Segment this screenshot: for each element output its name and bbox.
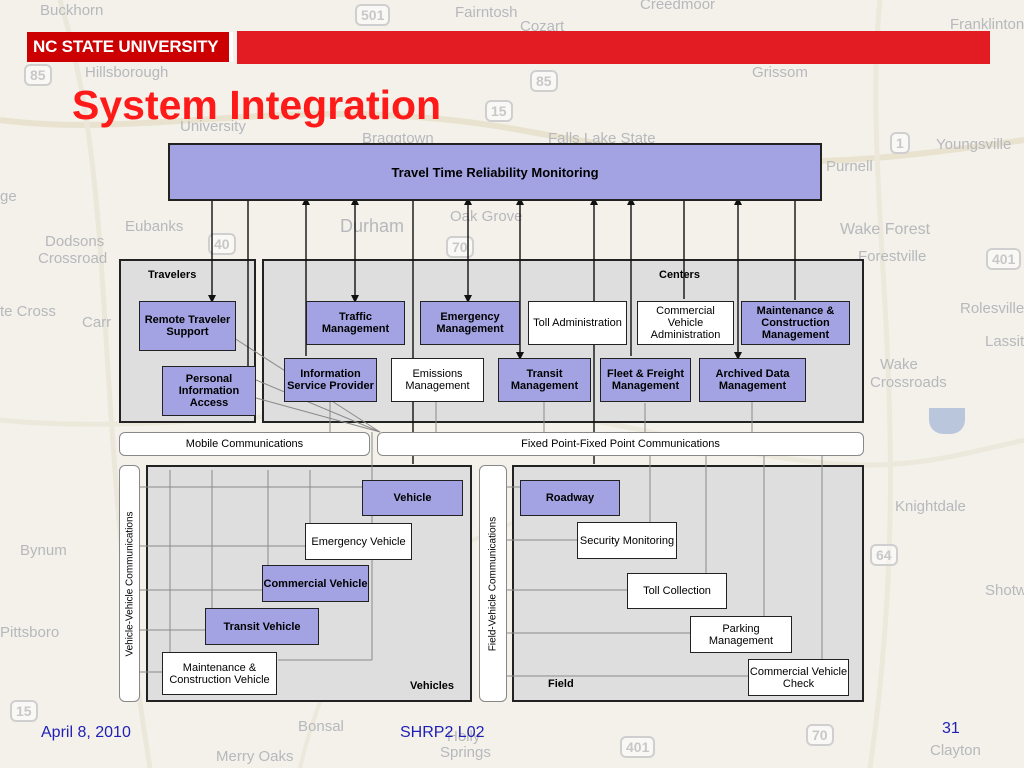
map-label: Hillsborough <box>85 64 169 81</box>
field-vehicle-communications-band: Field-Vehicle Communications <box>479 465 507 702</box>
information-service-provider-box: Information Service Provider <box>284 358 377 402</box>
map-label: Falls Lake State <box>548 130 656 147</box>
map-label: ge <box>0 188 17 205</box>
highway-shield: 40 <box>208 233 236 255</box>
commercial-vehicle-check-box: Commercial Vehicle Check <box>748 659 849 696</box>
transit-management-box: Transit Management <box>498 358 591 402</box>
map-label: Bynum <box>20 542 67 559</box>
map-label: te Cross <box>0 303 56 320</box>
roadway-box: Roadway <box>520 480 620 516</box>
footer-date: April 8, 2010 <box>41 724 131 741</box>
highway-shield: 501 <box>355 4 391 26</box>
toll-collection-box: Toll Collection <box>627 573 727 609</box>
map-label: Wake Forest <box>840 221 931 238</box>
map-label: Forestville <box>858 248 927 265</box>
parking-management-box: Parking Management <box>690 616 792 653</box>
ncsu-logo: NC STATE UNIVERSITY <box>27 32 233 62</box>
fixed-point-communications-band: Fixed Point-Fixed Point Communications <box>377 432 864 456</box>
centers-label: Centers <box>659 269 700 281</box>
transit-vehicle-box: Transit Vehicle <box>205 608 319 645</box>
mobile-communications-band: Mobile Communications <box>119 432 370 456</box>
highway-shield: 64 <box>870 544 898 566</box>
map-label: Merry Oaks <box>216 748 294 765</box>
commercial-vehicle-box: Commercial Vehicle <box>262 565 369 602</box>
map-label: Rolesville <box>960 300 1024 317</box>
map-label: Springs <box>440 744 491 761</box>
security-monitoring-box: Security Monitoring <box>577 522 677 559</box>
highway-shield: 1 <box>890 132 910 154</box>
map-label: Dodsons <box>45 233 105 250</box>
map-label: Braggtown <box>362 130 434 147</box>
map-label: Grissom <box>752 64 808 81</box>
map-label: Buckhorn <box>40 2 104 19</box>
map-label: Cozart <box>520 18 565 35</box>
field-vehicle-communications-label: Field-Vehicle Communications <box>487 516 499 651</box>
map-label: Lassite <box>985 333 1024 350</box>
toll-administration-box: Toll Administration <box>528 301 627 345</box>
emergency-management-box: Emergency Management <box>420 301 520 345</box>
emissions-management-box: Emissions Management <box>391 358 484 402</box>
highway-shield: 15 <box>10 700 38 722</box>
highway-shield: 85 <box>530 70 558 92</box>
header-bar <box>237 31 990 64</box>
logo-text: NC STATE UNIVERSITY <box>33 37 219 56</box>
travel-time-reliability-monitoring: Travel Time Reliability Monitoring <box>168 143 822 201</box>
highway-shield: 15 <box>485 100 513 122</box>
map-label: Fairntosh <box>455 4 518 21</box>
remote-traveler-support-box: Remote Traveler Support <box>139 301 236 351</box>
field-label: Field <box>548 678 574 690</box>
highway-shield: 85 <box>24 64 52 86</box>
map-label: Holly <box>447 728 481 745</box>
map-label: Crossroads <box>870 374 947 391</box>
footer-code: SHRP2 L02 <box>400 724 485 741</box>
traffic-management-box: Traffic Management <box>306 301 405 345</box>
highway-shield: 401 <box>986 248 1022 270</box>
page-number: 31 <box>942 720 960 737</box>
map-label: University <box>180 118 246 135</box>
map-label: Pittsboro <box>0 624 60 641</box>
map-label: Youngsville <box>936 136 1012 153</box>
map-label: Purnell <box>826 158 873 175</box>
map-label: Clayton <box>930 742 981 759</box>
highway-shield: 401 <box>620 736 656 758</box>
map-label: Crossroad <box>38 250 108 267</box>
interstate-marker <box>929 408 965 434</box>
map-label: Creedmoor <box>640 0 716 13</box>
vehicle-vehicle-communications-label: Vehicle-Vehicle Communications <box>124 510 135 657</box>
map-label: Wake <box>880 356 918 373</box>
map-label: Franklinton <box>950 16 1024 33</box>
personal-information-access-box: Personal Information Access <box>162 366 256 416</box>
map-label: Carr <box>82 314 112 331</box>
slide-title: System Integration <box>72 82 442 128</box>
emergency-vehicle-box: Emergency Vehicle <box>305 523 412 560</box>
map-label: Bonsal <box>298 718 344 735</box>
vehicle-vehicle-communications-band: Vehicle-Vehicle Communications <box>119 465 140 702</box>
vehicles-label: Vehicles <box>410 680 455 692</box>
maintenance-construction-management-box: Maintenance & Construction Management <box>741 301 850 345</box>
map-label: Eubanks <box>125 218 184 235</box>
maintenance-construction-vehicle-box: Maintenance & Construction Vehicle <box>162 652 277 695</box>
commercial-vehicle-administration-box: Commercial Vehicle Administration <box>637 301 734 345</box>
archived-data-management-box: Archived Data Management <box>699 358 806 402</box>
map-label: Shotw <box>985 582 1024 599</box>
travelers-label: Travelers <box>148 269 197 281</box>
vehicle-box: Vehicle <box>362 480 463 516</box>
map-label: Knightdale <box>895 498 966 515</box>
highway-shield: 70 <box>806 724 834 746</box>
fleet-freight-management-box: Fleet & Freight Management <box>600 358 691 402</box>
